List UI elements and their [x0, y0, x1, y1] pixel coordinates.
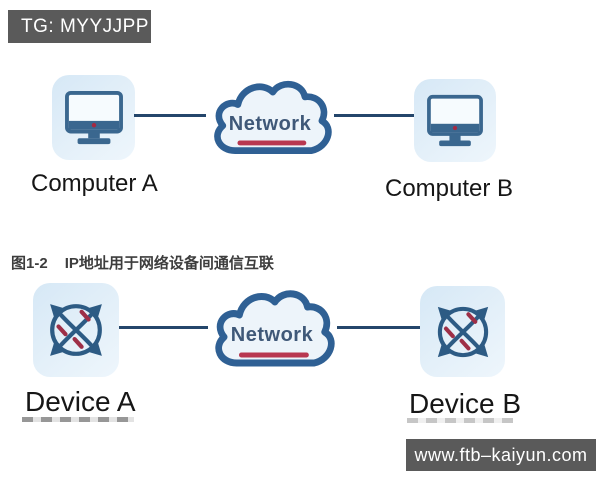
monitor-icon [63, 90, 125, 146]
link-device-a-to-cloud [119, 326, 208, 329]
monitor-icon [425, 94, 485, 148]
device-a-node [33, 283, 119, 377]
network-cloud-bottom: Network [205, 279, 339, 379]
network-cloud-bottom-label: Network [230, 323, 314, 346]
figure-number: 图1-2 [11, 255, 48, 272]
device-b-node [420, 286, 505, 377]
link-cloud-to-computer-b [334, 114, 416, 117]
computer-a-node [52, 75, 135, 160]
computer-b-node [414, 79, 496, 162]
device-b-label: Device B [409, 388, 522, 419]
link-cloud-to-device-b [337, 326, 422, 329]
tg-watermark-text: TG: MYYJJPP [21, 15, 149, 37]
device-a-label: Device A [25, 386, 136, 417]
computer-b-label: Computer B [385, 175, 514, 202]
cloud-icon [215, 290, 335, 367]
website-watermark-badge: www.ftb–kaiyun.com [406, 439, 596, 471]
link-computer-a-to-cloud [134, 114, 206, 117]
device-b-underline [407, 418, 513, 423]
figure-caption-text: IP地址用于网络设备间通信互联 [64, 255, 274, 272]
device-a-underline [22, 417, 134, 422]
network-cloud-top: Network [204, 70, 336, 166]
figure-caption: 图1-2 IP地址用于网络设备间通信互联 [11, 252, 274, 273]
router-icon [429, 298, 497, 366]
tg-watermark-badge: TG: MYYJJPP [8, 10, 151, 43]
network-cloud-top-label: Network [228, 112, 312, 135]
router-icon [41, 295, 111, 365]
website-watermark-text: www.ftb–kaiyun.com [414, 444, 588, 465]
cloud-icon [214, 80, 332, 154]
computer-a-label: Computer A [31, 170, 158, 197]
